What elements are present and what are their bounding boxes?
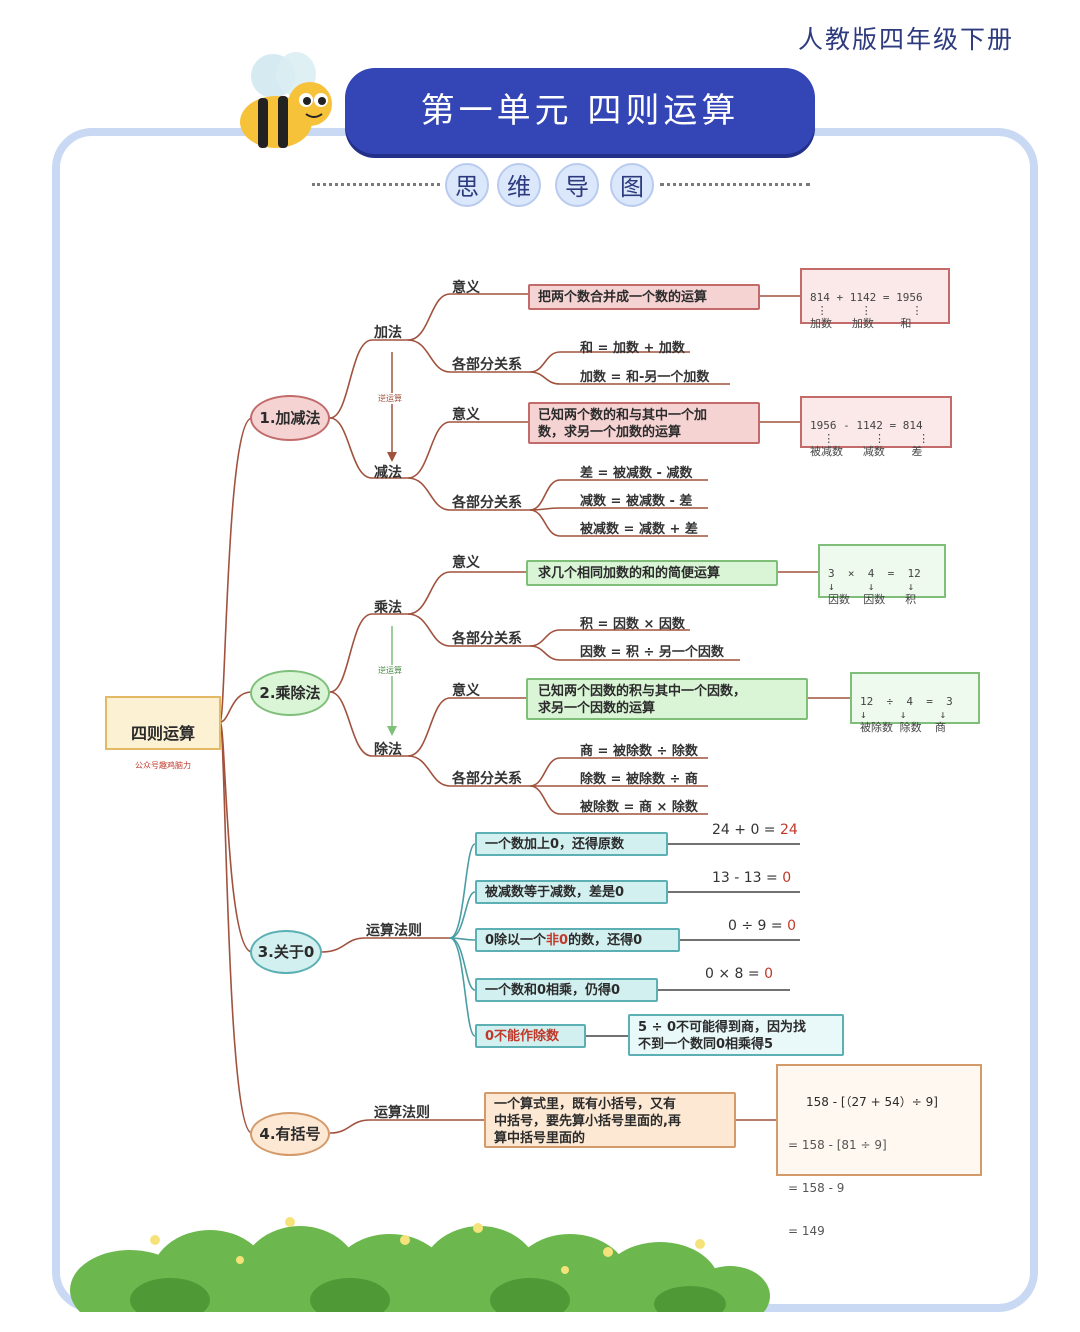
addition-label: 加法 (374, 325, 402, 341)
page-title: 第一单元 四则运算 (345, 68, 815, 154)
sub-meaning-label: 意义 (452, 407, 480, 423)
div-relation-1: 商 = 被除数 ÷ 除数 (580, 744, 698, 759)
zero-example-3: 0 ÷ 9 = 0 (728, 918, 796, 934)
zero-rule-1: 一个数加上0，还得原数 (475, 832, 668, 856)
mul-relation-1: 积 = 因数 × 因数 (580, 617, 685, 632)
zero-rules-label: 运算法则 (366, 923, 422, 939)
dotted-divider-right (660, 183, 810, 190)
sub-relation-label: 各部分关系 (452, 495, 522, 511)
paren-step-3: = 158 - 9 (788, 1181, 845, 1195)
mul-meaning-label: 意义 (452, 555, 480, 571)
mul-example-box: 3 × 4 = 12 ↓ ↓ ↓ 因数 因数 积 (818, 544, 946, 606)
subtitle-char: 导 (555, 163, 599, 207)
div-example-equation: 12 ÷ 4 = 3 ↓ ↓ ↓ 被除数 除数 商 (860, 695, 953, 734)
div-meaning-box: 已知两个因数的积与其中一个因数， 求另一个因数的运算 (526, 678, 808, 720)
mul-example-equation: 3 × 4 = 12 ↓ ↓ ↓ 因数 因数 积 (828, 567, 921, 606)
add-relation-2: 加数 = 和-另一个加数 (580, 370, 710, 385)
root-node: 四则运算 公众号趣鸡脑力 (105, 696, 221, 770)
zero-example-4-eq: 0 × 8 = (705, 966, 765, 982)
zero-rule-5: 0不能作除数 (475, 1024, 586, 1048)
zero-rule-4: 一个数和0相乘，仍得0 (475, 978, 658, 1002)
div-relation-label: 各部分关系 (452, 771, 522, 787)
branch-addsub: 1.加减法 (250, 395, 330, 441)
branch-paren: 4.有括号 (250, 1112, 330, 1156)
div-meaning-label: 意义 (452, 683, 480, 699)
add-example-equation: 814 + 1142 = 1956 ⋮ ⋮ ⋮ 加数 加数 和 (810, 291, 923, 330)
paren-step-1: 158 - [（27 + 54）÷ 9] (806, 1095, 938, 1109)
inverse-operation-label: 逆运算 (378, 393, 402, 404)
zero-example-4-answer: 0 (764, 966, 773, 982)
paren-rules-label: 运算法则 (374, 1105, 430, 1121)
multiplication-label: 乘法 (374, 600, 402, 616)
zero-example-3-eq: 0 ÷ 9 = (728, 918, 788, 934)
zero-rule-3-highlight: 非0 (546, 933, 569, 948)
div-relation-3: 被除数 = 商 × 除数 (580, 800, 698, 815)
sub-relation-1: 差 = 被减数 - 减数 (580, 466, 693, 481)
mul-meaning-box: 求几个相同加数的和的简便运算 (526, 560, 778, 586)
add-relation-label: 各部分关系 (452, 357, 522, 373)
mul-relation-2: 因数 = 积 ÷ 另一个因数 (580, 645, 724, 660)
zero-example-1: 24 + 0 = 24 (712, 822, 798, 838)
zero-example-2-answer: 0 (782, 870, 792, 886)
branch-muldiv: 2.乘除法 (250, 670, 330, 716)
zero-rule-5-note: 5 ÷ 0不可能得到商，因为找 不到一个数同0相乘得5 (628, 1014, 844, 1056)
zero-example-2-eq: 13 - 13 = (712, 870, 783, 886)
subtitle-char: 图 (610, 163, 654, 207)
div-example-box: 12 ÷ 4 = 3 ↓ ↓ ↓ 被除数 除数 商 (850, 672, 980, 734)
zero-example-1-answer: 24 (779, 822, 798, 838)
paren-step-2: = 158 - [81 ÷ 9] (788, 1138, 887, 1152)
paren-example-box: 158 - [（27 + 54）÷ 9] = 158 - [81 ÷ 9] = … (776, 1064, 982, 1238)
zero-rule-2: 被减数等于减数，差是0 (475, 880, 668, 904)
zero-rule-3-pre: 0除以一个 (485, 933, 547, 948)
paren-rule-box: 一个算式里，既有小括号，又有 中括号，要先算小括号里面的,再 算中括号里面的 (484, 1092, 736, 1148)
mul-relation-label: 各部分关系 (452, 631, 522, 647)
zero-example-3-answer: 0 (787, 918, 796, 934)
zero-example-1-eq: 24 + 0 = (712, 822, 780, 838)
add-example-box: 814 + 1142 = 1956 ⋮ ⋮ ⋮ 加数 加数 和 (800, 268, 950, 330)
sub-example-equation: 1956 - 1142 = 814 ⋮ ⋮ ⋮ 被减数 减数 差 (810, 419, 930, 458)
zero-rule-3: 0除以一个非0的数，还得0 (475, 928, 680, 952)
bee-illustration (240, 52, 332, 148)
sub-example-box: 1956 - 1142 = 814 ⋮ ⋮ ⋮ 被减数 减数 差 (800, 396, 952, 458)
zero-example-2: 13 - 13 = 0 (712, 870, 791, 886)
root-subtitle: 公众号趣鸡脑力 (135, 761, 191, 770)
sub-meaning-box: 已知两个数的和与其中一个加 数，求另一个加数的运算 (528, 402, 760, 444)
add-meaning-label: 意义 (452, 280, 480, 296)
subtraction-label: 减法 (374, 465, 402, 481)
bush-illustration (70, 1217, 770, 1312)
add-relation-1: 和 = 加数 + 加数 (580, 341, 685, 356)
div-relation-2: 除数 = 被除数 ÷ 商 (580, 772, 698, 787)
dotted-divider-left (312, 183, 440, 190)
subtitle-char: 思 (445, 163, 489, 207)
subtitle-char: 维 (497, 163, 541, 207)
add-meaning-box: 把两个数合并成一个数的运算 (528, 284, 760, 310)
zero-rule-3-post: 的数，还得0 (568, 933, 643, 948)
sub-relation-3: 被减数 = 减数 + 差 (580, 522, 698, 537)
root-title: 四则运算 (130, 724, 195, 743)
sub-relation-2: 减数 = 被减数 - 差 (580, 494, 693, 509)
branch-zero: 3.关于0 (250, 930, 322, 974)
inverse-operation-label-2: 逆运算 (378, 665, 402, 676)
division-label: 除法 (374, 742, 402, 758)
paren-step-4: = 149 (788, 1224, 825, 1238)
edition-label: 人教版四年级下册 (797, 25, 1014, 54)
zero-example-4: 0 × 8 = 0 (705, 966, 773, 982)
